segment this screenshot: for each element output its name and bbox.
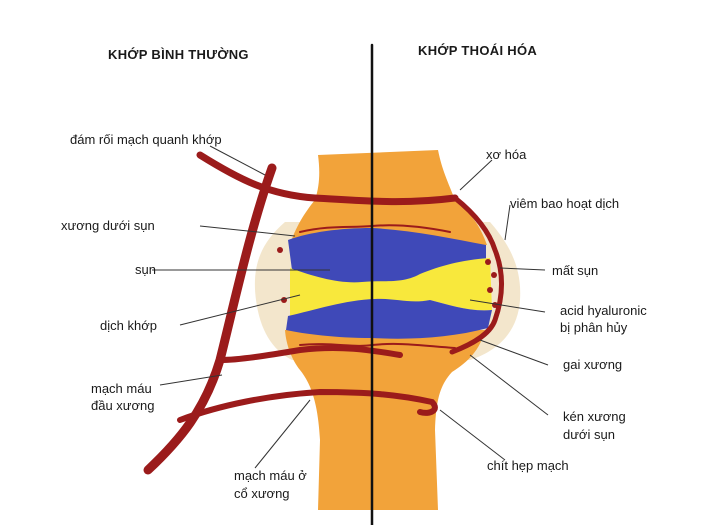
label-synovial-fluid: dịch khớp	[100, 318, 157, 334]
label-neck-vessel-1: mạch máu ở	[234, 468, 307, 484]
label-hyaluronic-1: acid hyaluronic	[560, 303, 647, 319]
header-normal-joint: KHỚP BÌNH THƯỜNG	[108, 47, 249, 62]
vessel-main-left	[148, 168, 272, 470]
label-synovitis: viêm bao hoạt dịch	[510, 196, 619, 212]
label-cartilage-loss: mất sụn	[552, 263, 598, 279]
label-vessel-stenosis: chít hẹp mạch	[487, 458, 569, 474]
label-subchondral-cyst-2: dưới sụn	[563, 427, 615, 443]
lower-bone	[285, 330, 485, 510]
header-degenerative-joint: KHỚP THOÁI HÓA	[418, 43, 537, 58]
label-hyaluronic-2: bị phân hủy	[560, 320, 627, 336]
label-subchondral-bone: xương dưới sụn	[61, 218, 155, 234]
label-periarticular-plexus: đám rối mạch quanh khớp	[70, 132, 222, 148]
label-neck-vessel-2: cổ xương	[234, 486, 290, 502]
label-cartilage: sụn	[135, 262, 156, 278]
label-fibrosis: xơ hóa	[486, 147, 526, 163]
label-subchondral-cyst-1: kén xương	[563, 409, 626, 425]
label-epiphyseal-vessel-1: mạch máu	[91, 381, 152, 397]
label-osteophyte: gai xương	[563, 357, 622, 373]
label-epiphyseal-vessel-2: đầu xương	[91, 398, 155, 414]
